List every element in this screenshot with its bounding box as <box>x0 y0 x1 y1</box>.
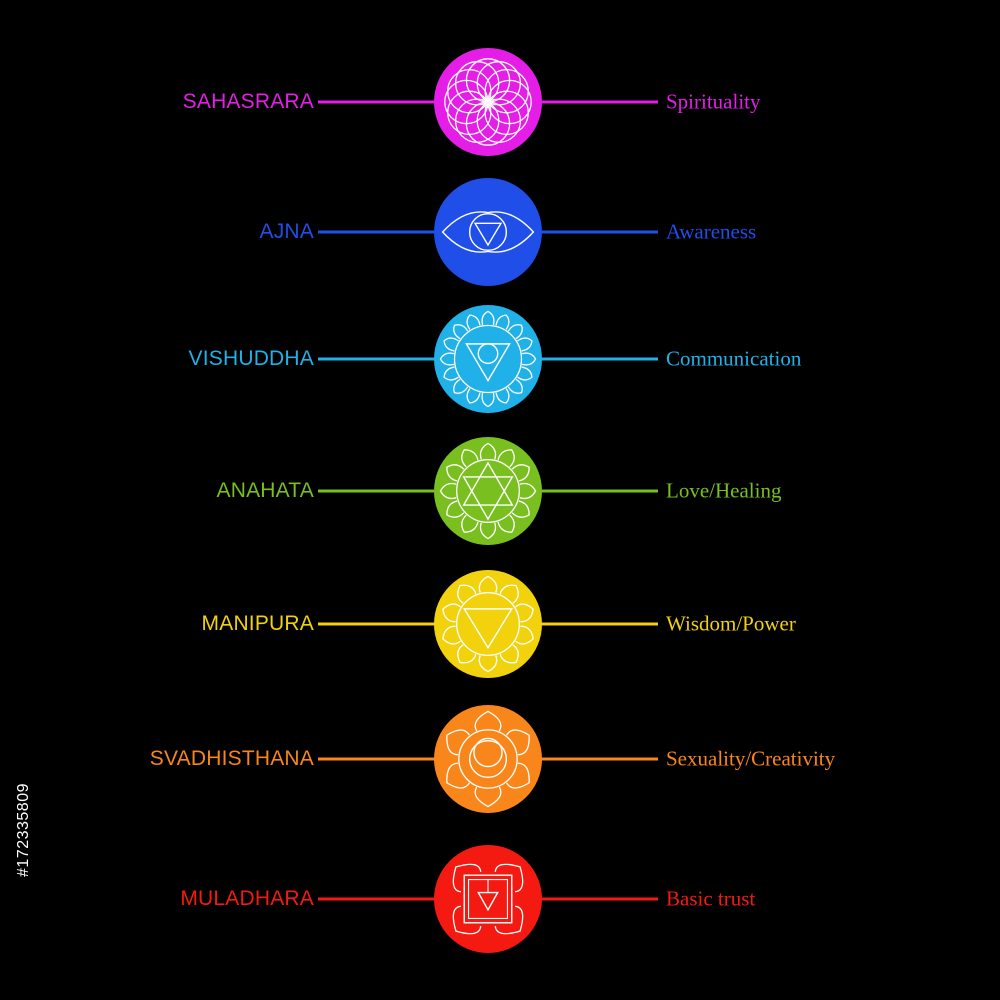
connector-line-right <box>538 490 658 493</box>
connector-line-left <box>318 898 438 901</box>
connector-line-right <box>538 898 658 901</box>
sacral-chakra-icon <box>434 705 542 813</box>
chakra-row-ajna: AJNA Awareness <box>0 172 1000 292</box>
heart-chakra-icon <box>434 437 542 545</box>
connector-line-right <box>538 358 658 361</box>
chakra-meaning: Basic trust <box>666 887 755 912</box>
connector-line-left <box>318 758 438 761</box>
throat-chakra-icon <box>434 305 542 413</box>
chakra-name: SAHASRARA <box>183 90 314 114</box>
chakra-row-sahasrara: SAHASRARA Spirituality <box>0 42 1000 162</box>
connector-line-right <box>538 623 658 626</box>
chakra-meaning: Wisdom/Power <box>666 612 796 637</box>
stock-id-text: #172335809 <box>15 783 33 877</box>
chakra-row-muladhara: MULADHARA Basic trust <box>0 839 1000 959</box>
connector-line-left <box>318 623 438 626</box>
chakra-name: ANAHATA <box>217 479 314 503</box>
connector-line-left <box>318 231 438 234</box>
chakra-row-vishuddha: VISHUDDHA Communication <box>0 299 1000 419</box>
connector-line-right <box>538 101 658 104</box>
connector-line-left <box>318 490 438 493</box>
chakra-name: VISHUDDHA <box>189 347 314 371</box>
stock-id-label: #172335809 <box>12 740 36 920</box>
chakra-row-manipura: MANIPURA Wisdom/Power <box>0 564 1000 684</box>
connector-line-left <box>318 101 438 104</box>
connector-line-right <box>538 231 658 234</box>
root-chakra-icon <box>434 845 542 953</box>
third-eye-icon <box>434 178 542 286</box>
chakra-name: AJNA <box>260 220 314 244</box>
chakra-name: MANIPURA <box>202 612 314 636</box>
chakra-meaning: Communication <box>666 347 801 372</box>
connector-line-left <box>318 358 438 361</box>
chakra-meaning: Awareness <box>666 220 756 245</box>
chakra-meaning: Love/Healing <box>666 479 781 504</box>
chakra-name: SVADHISTHANA <box>150 747 314 771</box>
chakra-name: MULADHARA <box>180 887 314 911</box>
chakra-meaning: Sexuality/Creativity <box>666 747 835 772</box>
lotus-flower-icon <box>434 48 542 156</box>
connector-line-right <box>538 758 658 761</box>
chakra-row-svadhisthana: SVADHISTHANA Sexuality/Creativity <box>0 699 1000 819</box>
chakra-meaning: Spirituality <box>666 90 761 115</box>
chakra-row-anahata: ANAHATA Love/Healing <box>0 431 1000 551</box>
solar-plexus-icon <box>434 570 542 678</box>
